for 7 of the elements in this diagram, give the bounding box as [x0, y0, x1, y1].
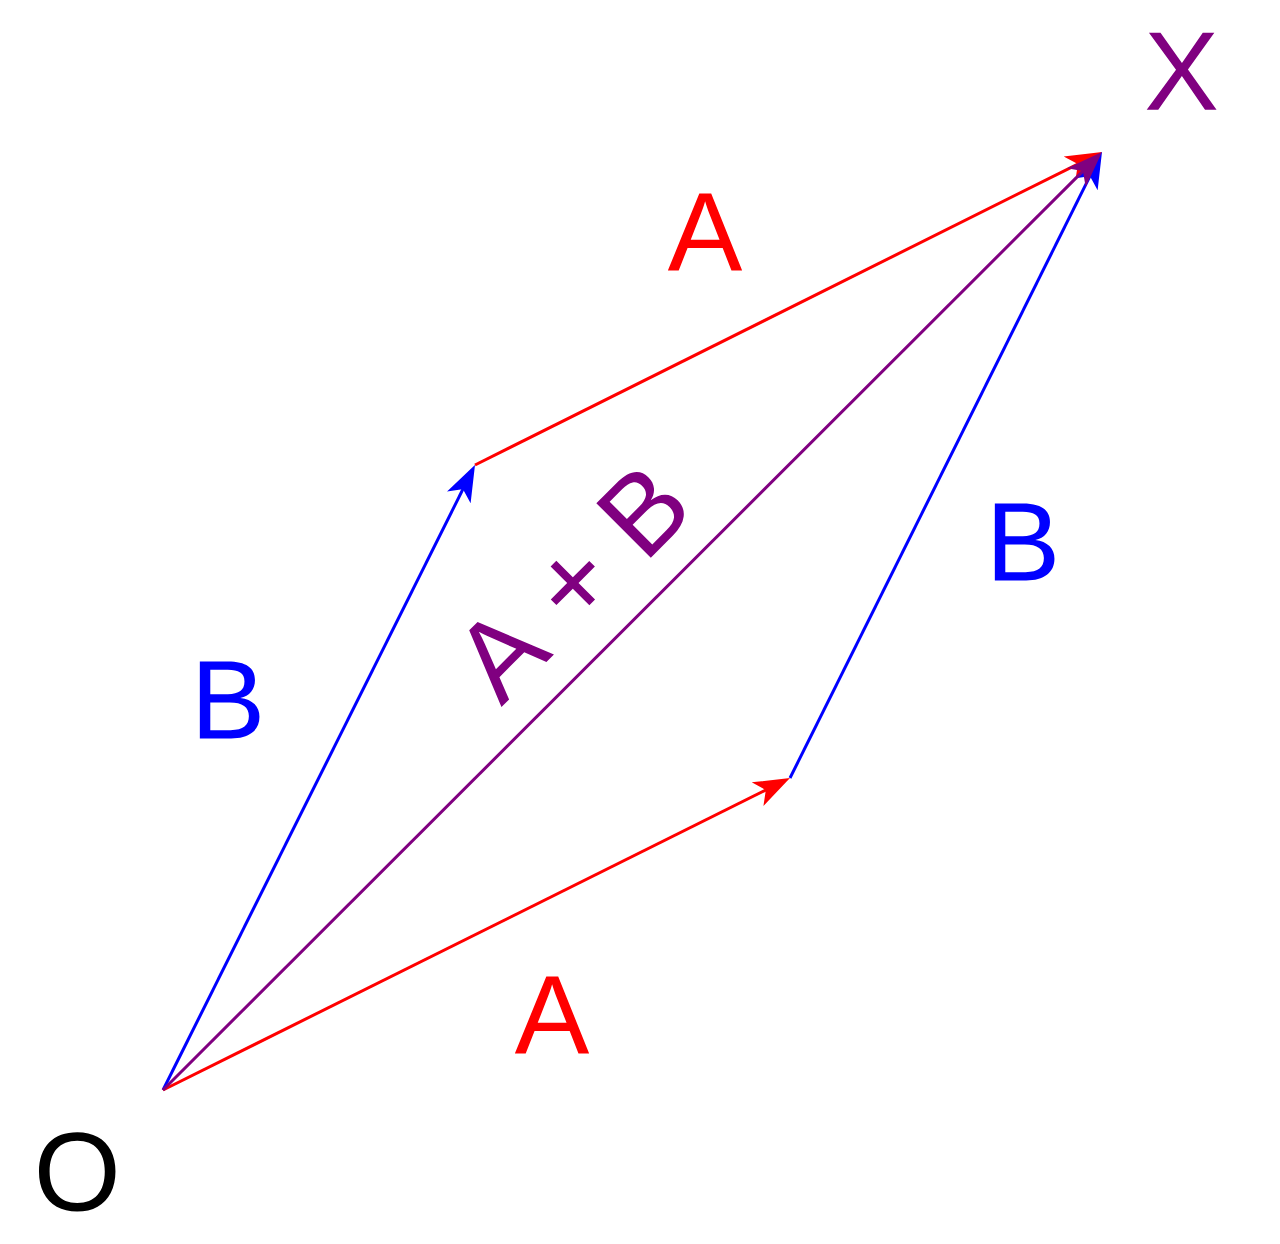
edge-label: B	[199, 661, 260, 739]
edge-label: A + B	[469, 472, 684, 708]
edge-label: B	[994, 503, 1055, 581]
point-label: O	[39, 1132, 116, 1212]
edge-label: A	[514, 976, 590, 1054]
edge-label: A	[667, 193, 743, 271]
point-label: X	[1146, 32, 1217, 110]
